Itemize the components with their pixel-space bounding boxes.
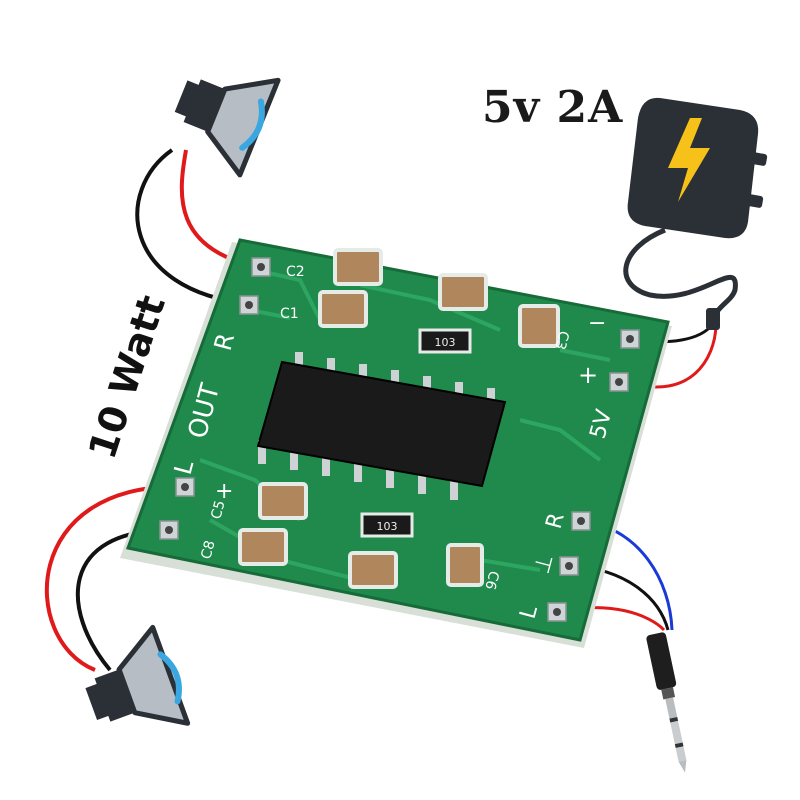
capacitor-c6 xyxy=(446,543,484,587)
silkscreen: OUT R L C1 C2 C3 C5 C8 C6 − + 5V + R ⊥ L xyxy=(169,264,618,622)
capacitor-top-right xyxy=(438,273,488,311)
silk-c8: C8 xyxy=(198,539,218,561)
capacitor-c2 xyxy=(333,248,383,286)
dc-plug xyxy=(706,308,720,330)
audio-jack-icon xyxy=(646,632,687,773)
resistor-bottom: 103 xyxy=(360,512,414,538)
power-supply-label: 5v 2A xyxy=(482,82,624,133)
capacitor-c1 xyxy=(318,290,368,328)
capacitor-c5 xyxy=(258,482,308,520)
silk-c2: C2 xyxy=(286,264,305,280)
silk-plus-left: + xyxy=(215,479,233,504)
silk-minus: − xyxy=(588,311,606,336)
speaker-icon xyxy=(174,77,281,178)
ic-pins xyxy=(258,352,495,500)
silk-plus: + xyxy=(578,361,598,389)
resistor-bottom-code: 103 xyxy=(377,520,398,533)
silk-c3: C3 xyxy=(551,329,571,351)
silk-c6: C6 xyxy=(481,569,501,591)
capacitors xyxy=(238,248,560,589)
capacitor-c8 xyxy=(238,528,288,566)
resistor-top-code: 103 xyxy=(435,336,456,349)
silk-c1: C1 xyxy=(280,306,299,322)
capacitor-bottom-mid xyxy=(348,551,398,589)
wire-top-speaker-black xyxy=(135,148,251,306)
silk-c5: C5 xyxy=(208,499,228,521)
lightning-bolt-icon xyxy=(668,118,710,202)
power-adapter-icon xyxy=(627,97,768,239)
capacitor-c3 xyxy=(518,304,560,348)
resistor-top: 103 xyxy=(418,328,472,354)
adapter-cable xyxy=(623,227,738,318)
amplifier-board: 103 103 OUT R L C1 C2 C3 C5 C8 C6 − + 5V… xyxy=(120,238,672,648)
amplifier-ic xyxy=(256,352,507,500)
silk-in-r: R xyxy=(542,510,570,531)
silk-out-r: R xyxy=(209,330,240,353)
speaker-icon xyxy=(85,624,191,726)
pad-holes xyxy=(165,263,634,616)
wire-bottom-speaker-red xyxy=(44,484,187,672)
